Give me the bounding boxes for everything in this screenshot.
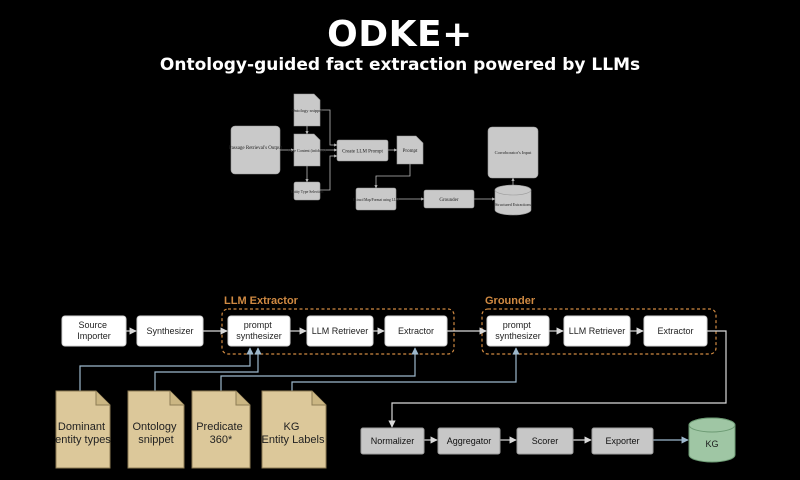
llm-retriever-1-node: LLM Retriever xyxy=(306,315,374,347)
kg-entity-labels-doc: KG Entity Labels xyxy=(261,390,327,469)
svg-text:KG Entity Labels: KG Entity Labels xyxy=(262,421,325,446)
extractor-1-node: Extractor xyxy=(384,315,448,347)
scorer-label: Scorer xyxy=(532,436,559,446)
ontology-line2: snippet xyxy=(138,434,173,446)
slide-subtitle: Ontology-guided fact extraction powered … xyxy=(159,55,641,75)
grounder-small-text: Grounder xyxy=(439,198,458,203)
kg-label: KG xyxy=(705,439,718,449)
entity-type-selection-box: Entity Type Selection xyxy=(291,181,324,201)
slide-title: ODKE+ xyxy=(327,14,473,55)
svg-text:Dominant entity type: Dominant entity types xyxy=(55,421,111,446)
llm-extractor-group-label: LLM Extractor xyxy=(224,295,299,307)
entity-type-selection-text: Entity Type Selection xyxy=(291,190,324,194)
extract-map-format-text: Extract/Map/Format using LLM xyxy=(353,198,400,202)
llm-retriever-1-label: LLM Retriever xyxy=(312,326,369,336)
normalizer-label: Normalizer xyxy=(371,436,415,446)
edge-extractor2-to-normalizer xyxy=(388,330,727,428)
predicate-line1: Predicate xyxy=(196,421,242,433)
llm-retriever-2-node: LLM Retriever xyxy=(563,315,631,347)
synthesizer-node: Synthesizer xyxy=(136,315,204,347)
extractor-2-node: Extractor xyxy=(643,315,708,347)
edge-entitytype-to-create xyxy=(320,154,338,191)
source-importer-node: Source Importer xyxy=(61,315,127,347)
page-content-doc: Page Content (infobox) xyxy=(288,133,326,167)
dominant-line2: entity types xyxy=(55,434,111,446)
exporter-node: Exporter xyxy=(591,427,654,455)
ontology-line1: Ontology xyxy=(132,421,177,433)
predicate-line2: 360* xyxy=(210,434,233,446)
passage-retrieval-box: Passage Retrieval's Output xyxy=(229,125,283,175)
synthesizer-label: Synthesizer xyxy=(146,326,193,336)
passage-retrieval-text: Passage Retrieval's Output xyxy=(229,146,283,151)
ontology-snippet-text: Ontology snippet xyxy=(291,108,323,113)
aggregator-node: Aggregator xyxy=(437,427,501,455)
structured-extractions-text: Structured Extractions xyxy=(495,202,531,207)
structured-extractions-db: Structured Extractions xyxy=(494,184,531,216)
pipeline-diagram: LLM Extractor Grounder xyxy=(55,295,736,469)
edge-ontology-to-create xyxy=(320,109,338,147)
svg-text:Source Importer: Source Importer xyxy=(77,320,111,341)
source-importer-label-line1: Source xyxy=(78,320,107,330)
prompt-synthesizer-1-node: prompt synthesizer xyxy=(227,315,291,347)
extract-map-format-box: Extract/Map/Format using LLM xyxy=(353,187,400,211)
exporter-label: Exporter xyxy=(605,436,639,446)
prompt-synth-2-line1: prompt xyxy=(503,320,532,330)
extractor-2-label: Extractor xyxy=(657,326,693,336)
source-importer-label-line2: Importer xyxy=(77,331,111,341)
page-content-text: Page Content (infobox) xyxy=(288,148,326,153)
kglabels-line1: KG xyxy=(284,421,300,433)
edge-prompt-to-extract xyxy=(374,164,411,189)
svg-text:Passage Retrieval's Output: Passage Retrieval's Output xyxy=(229,146,283,151)
svg-text:Predicate 360*: Predicate 360* xyxy=(196,421,246,446)
aggregator-label: Aggregator xyxy=(447,436,492,446)
llm-retriever-2-label: LLM Retriever xyxy=(569,326,626,336)
svg-text:prompt synthesizer: prompt synthesizer xyxy=(495,320,541,341)
grounder-group-label: Grounder xyxy=(485,295,536,307)
corroborator-input-box: Corroborator's Input xyxy=(487,126,539,179)
ontology-snippet-resource-doc: Ontology snippet xyxy=(127,390,185,469)
prompt-synth-1-line1: prompt xyxy=(244,320,273,330)
edge-predicate-to-extractor1 xyxy=(220,347,419,392)
svg-text:Ontology snippet: Ontology snippet xyxy=(132,421,179,446)
normalizer-node: Normalizer xyxy=(360,427,425,455)
prompt-synthesizer-2-node: prompt synthesizer xyxy=(486,315,550,347)
edge-kglabels-to-prompt2 xyxy=(291,347,520,392)
prompt-synth-1-line2: synthesizer xyxy=(236,331,282,341)
predicate-360-doc: Predicate 360* xyxy=(191,390,251,469)
prompt-text: Prompt xyxy=(403,149,418,154)
kglabels-line2: Entity Labels xyxy=(262,434,325,446)
create-llm-prompt-box: Create LLM Prompt xyxy=(336,139,389,162)
kg-database-icon: KG xyxy=(688,417,736,463)
grounder-small-box: Grounder xyxy=(423,189,475,209)
edge-dominant-to-prompt1 xyxy=(79,347,254,392)
prompt-doc: Prompt xyxy=(396,135,424,165)
prompt-synth-2-line2: synthesizer xyxy=(495,331,541,341)
corroborator-input-text: Corroborator's Input xyxy=(495,150,532,155)
extractor-1-label: Extractor xyxy=(398,326,434,336)
dominant-line1: Dominant xyxy=(58,421,105,433)
dominant-entity-types-doc: Dominant entity types xyxy=(55,390,111,469)
ontology-snippet-doc: Ontology snippet xyxy=(291,93,323,127)
upper-diagram: Passage Retrieval's Output Ontology snip… xyxy=(229,93,539,216)
scorer-node: Scorer xyxy=(516,427,574,455)
create-llm-prompt-text: Create LLM Prompt xyxy=(342,150,383,155)
svg-text:prompt synthesizer: prompt synthesizer xyxy=(236,320,282,341)
edge-ontology-to-prompt1 xyxy=(154,347,262,392)
